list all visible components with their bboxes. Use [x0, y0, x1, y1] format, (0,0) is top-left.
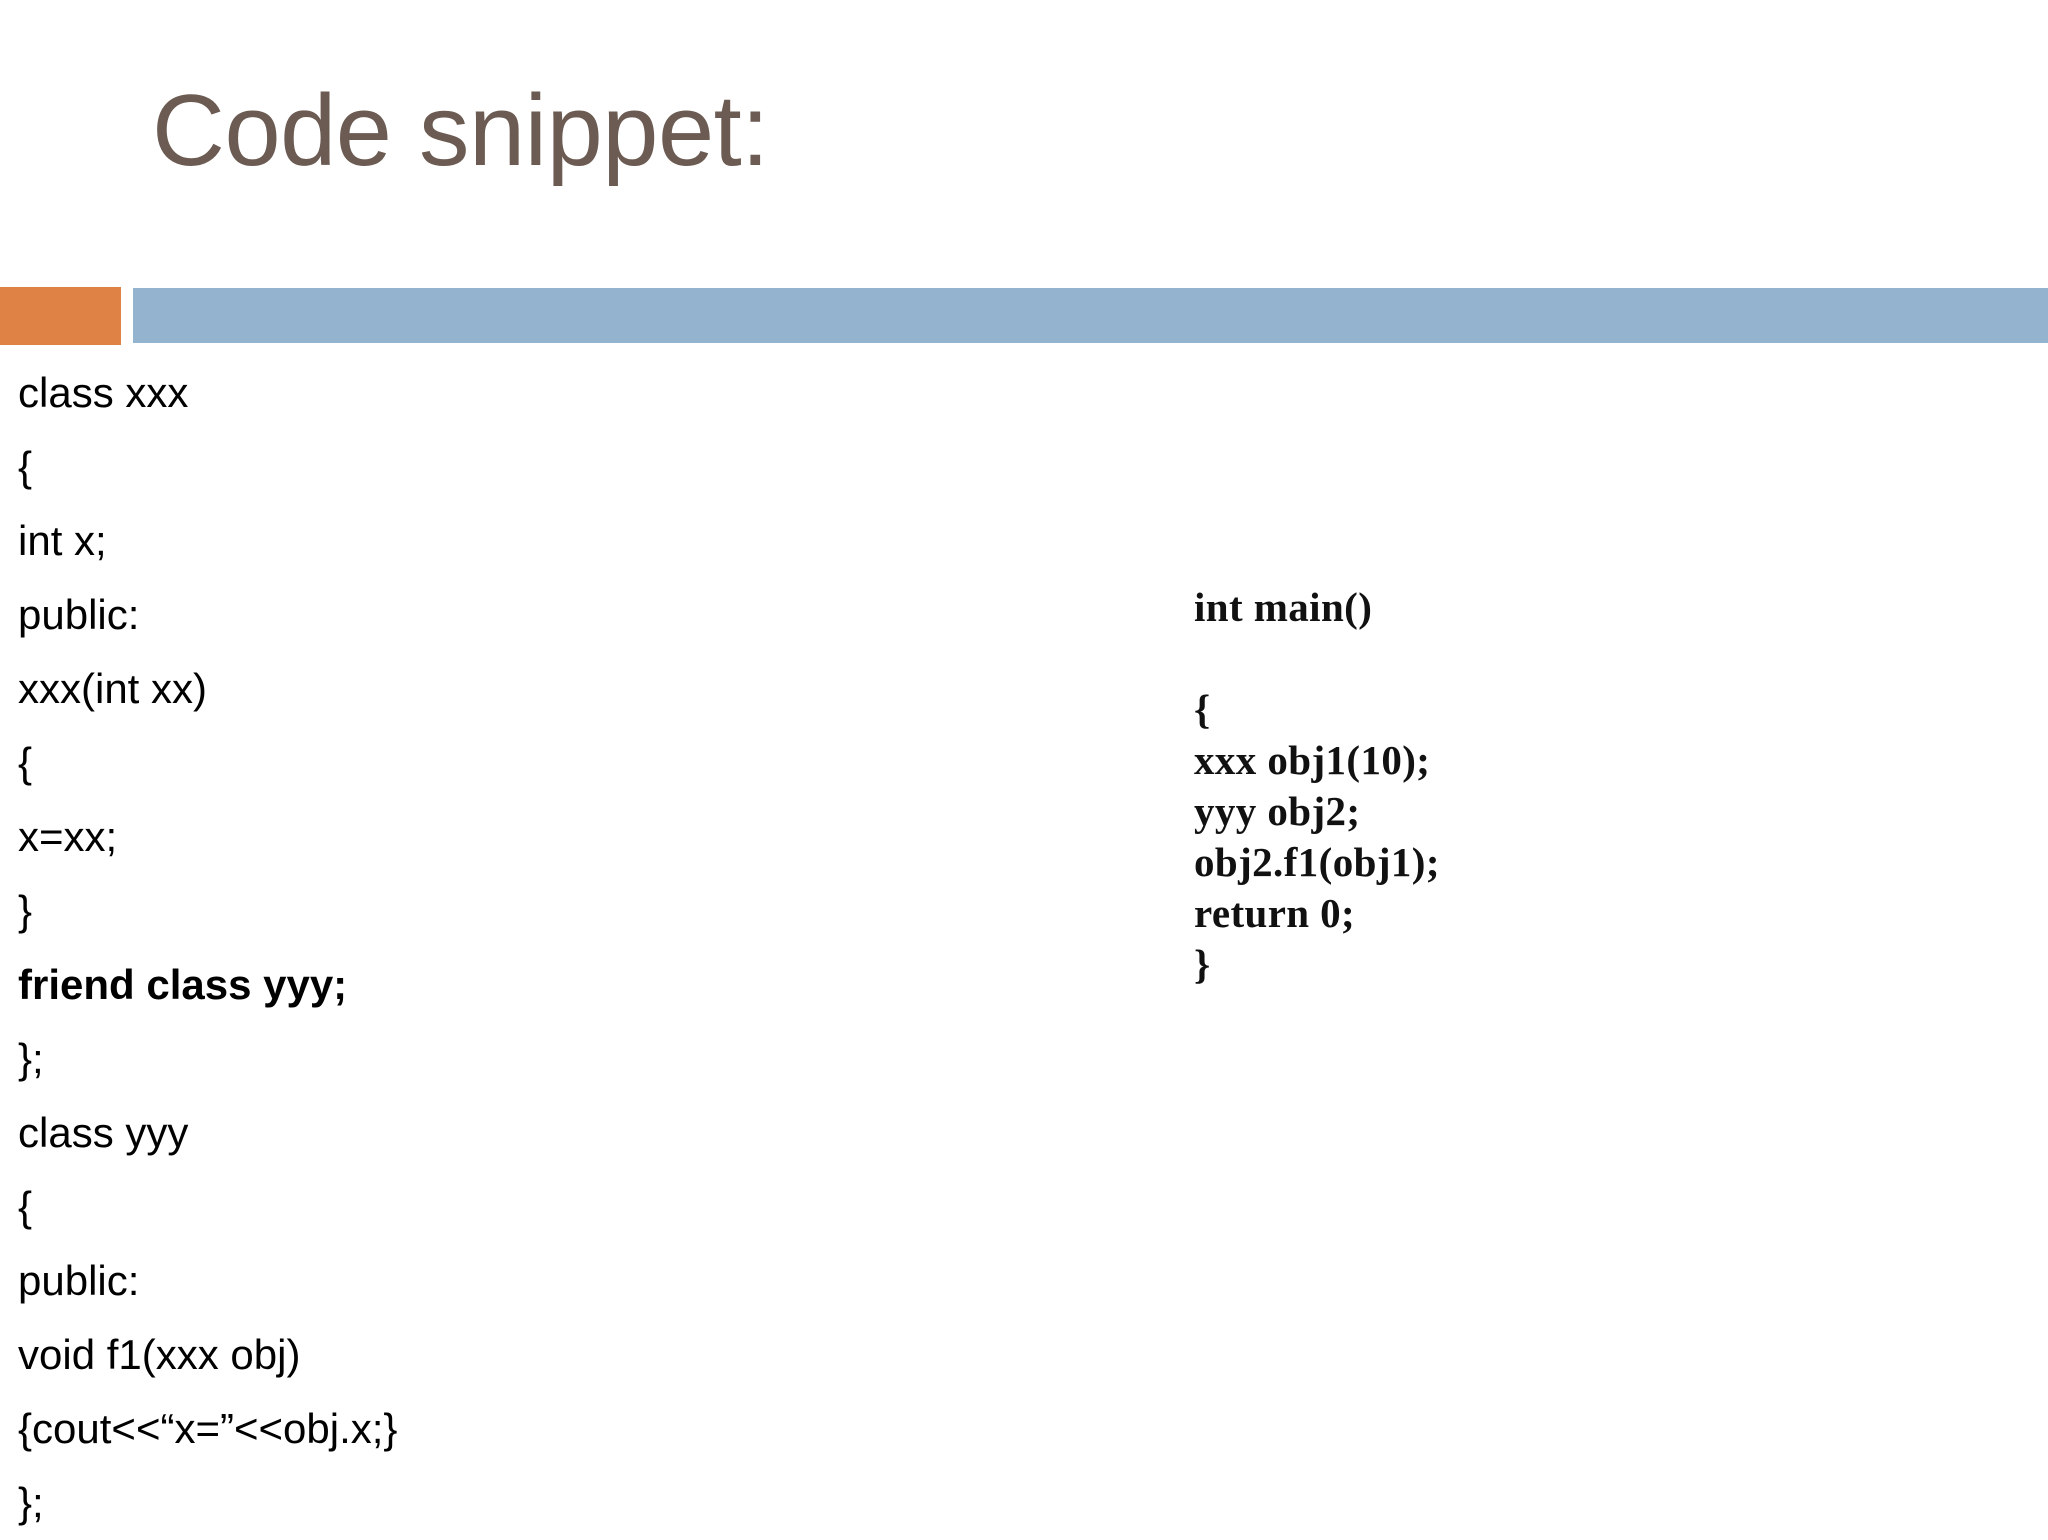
accent-bar-blue — [133, 288, 2048, 343]
code-line: yyy obj2; — [1194, 788, 1361, 834]
code-line: } — [18, 887, 33, 934]
code-line: } — [1194, 941, 1211, 987]
code-line: obj2.f1(obj1); — [1194, 839, 1440, 885]
accent-bar-orange — [0, 287, 121, 345]
code-line: xxx(int xx) — [18, 665, 207, 712]
code-line: { — [18, 739, 33, 786]
right-code-block: int main() { xxx obj1(10); yyy obj2; obj… — [1194, 582, 1894, 990]
code-line: public: — [18, 1257, 140, 1304]
code-line: int main() — [1194, 584, 1373, 630]
code-line: public: — [18, 591, 140, 638]
title-divider — [0, 286, 2048, 346]
code-line: }; — [18, 1035, 44, 1082]
code-line: xxx obj1(10); — [1194, 737, 1431, 783]
page-title: Code snippet: — [152, 75, 769, 187]
code-line: int x; — [18, 517, 107, 564]
code-line: class xxx — [18, 369, 189, 416]
code-line: { — [18, 443, 33, 490]
code-line: }; — [18, 1479, 44, 1526]
code-line: {cout<<“x=”<<obj.x;} — [18, 1405, 398, 1452]
code-line: return 0; — [1194, 890, 1356, 936]
code-line: { — [18, 1183, 33, 1230]
code-line: void f1(xxx obj) — [18, 1331, 301, 1378]
code-line-blank — [1194, 633, 1894, 684]
code-line: x=xx; — [18, 813, 118, 860]
code-line: { — [1194, 686, 1211, 732]
left-code-block: class xxx { int x; public: xxx(int xx) {… — [18, 356, 1068, 1540]
code-line-friend-declaration: friend class yyy; — [18, 961, 348, 1008]
code-line: class yyy — [18, 1109, 189, 1156]
